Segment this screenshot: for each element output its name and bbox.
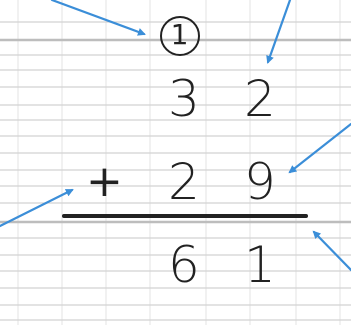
addend2-ones: 9 bbox=[244, 153, 276, 211]
arrow-to-ones-second bbox=[288, 122, 351, 174]
addend2-tens: 2 bbox=[168, 153, 200, 211]
addend1-ones: 2 bbox=[244, 70, 276, 128]
arrow-to-ones-top bbox=[266, 0, 292, 64]
addend1-tens: 3 bbox=[168, 70, 200, 128]
carry-digit: 1 bbox=[170, 18, 189, 51]
carry-circle: 1 bbox=[160, 16, 200, 56]
sum-tens: 6 bbox=[168, 236, 200, 294]
arrow-to-carry bbox=[50, 0, 146, 36]
arrow-to-sum-bar bbox=[312, 230, 351, 272]
arrow-to-plus bbox=[0, 188, 74, 228]
plus-sign: + bbox=[86, 156, 123, 207]
sum-ones: 1 bbox=[244, 236, 276, 294]
